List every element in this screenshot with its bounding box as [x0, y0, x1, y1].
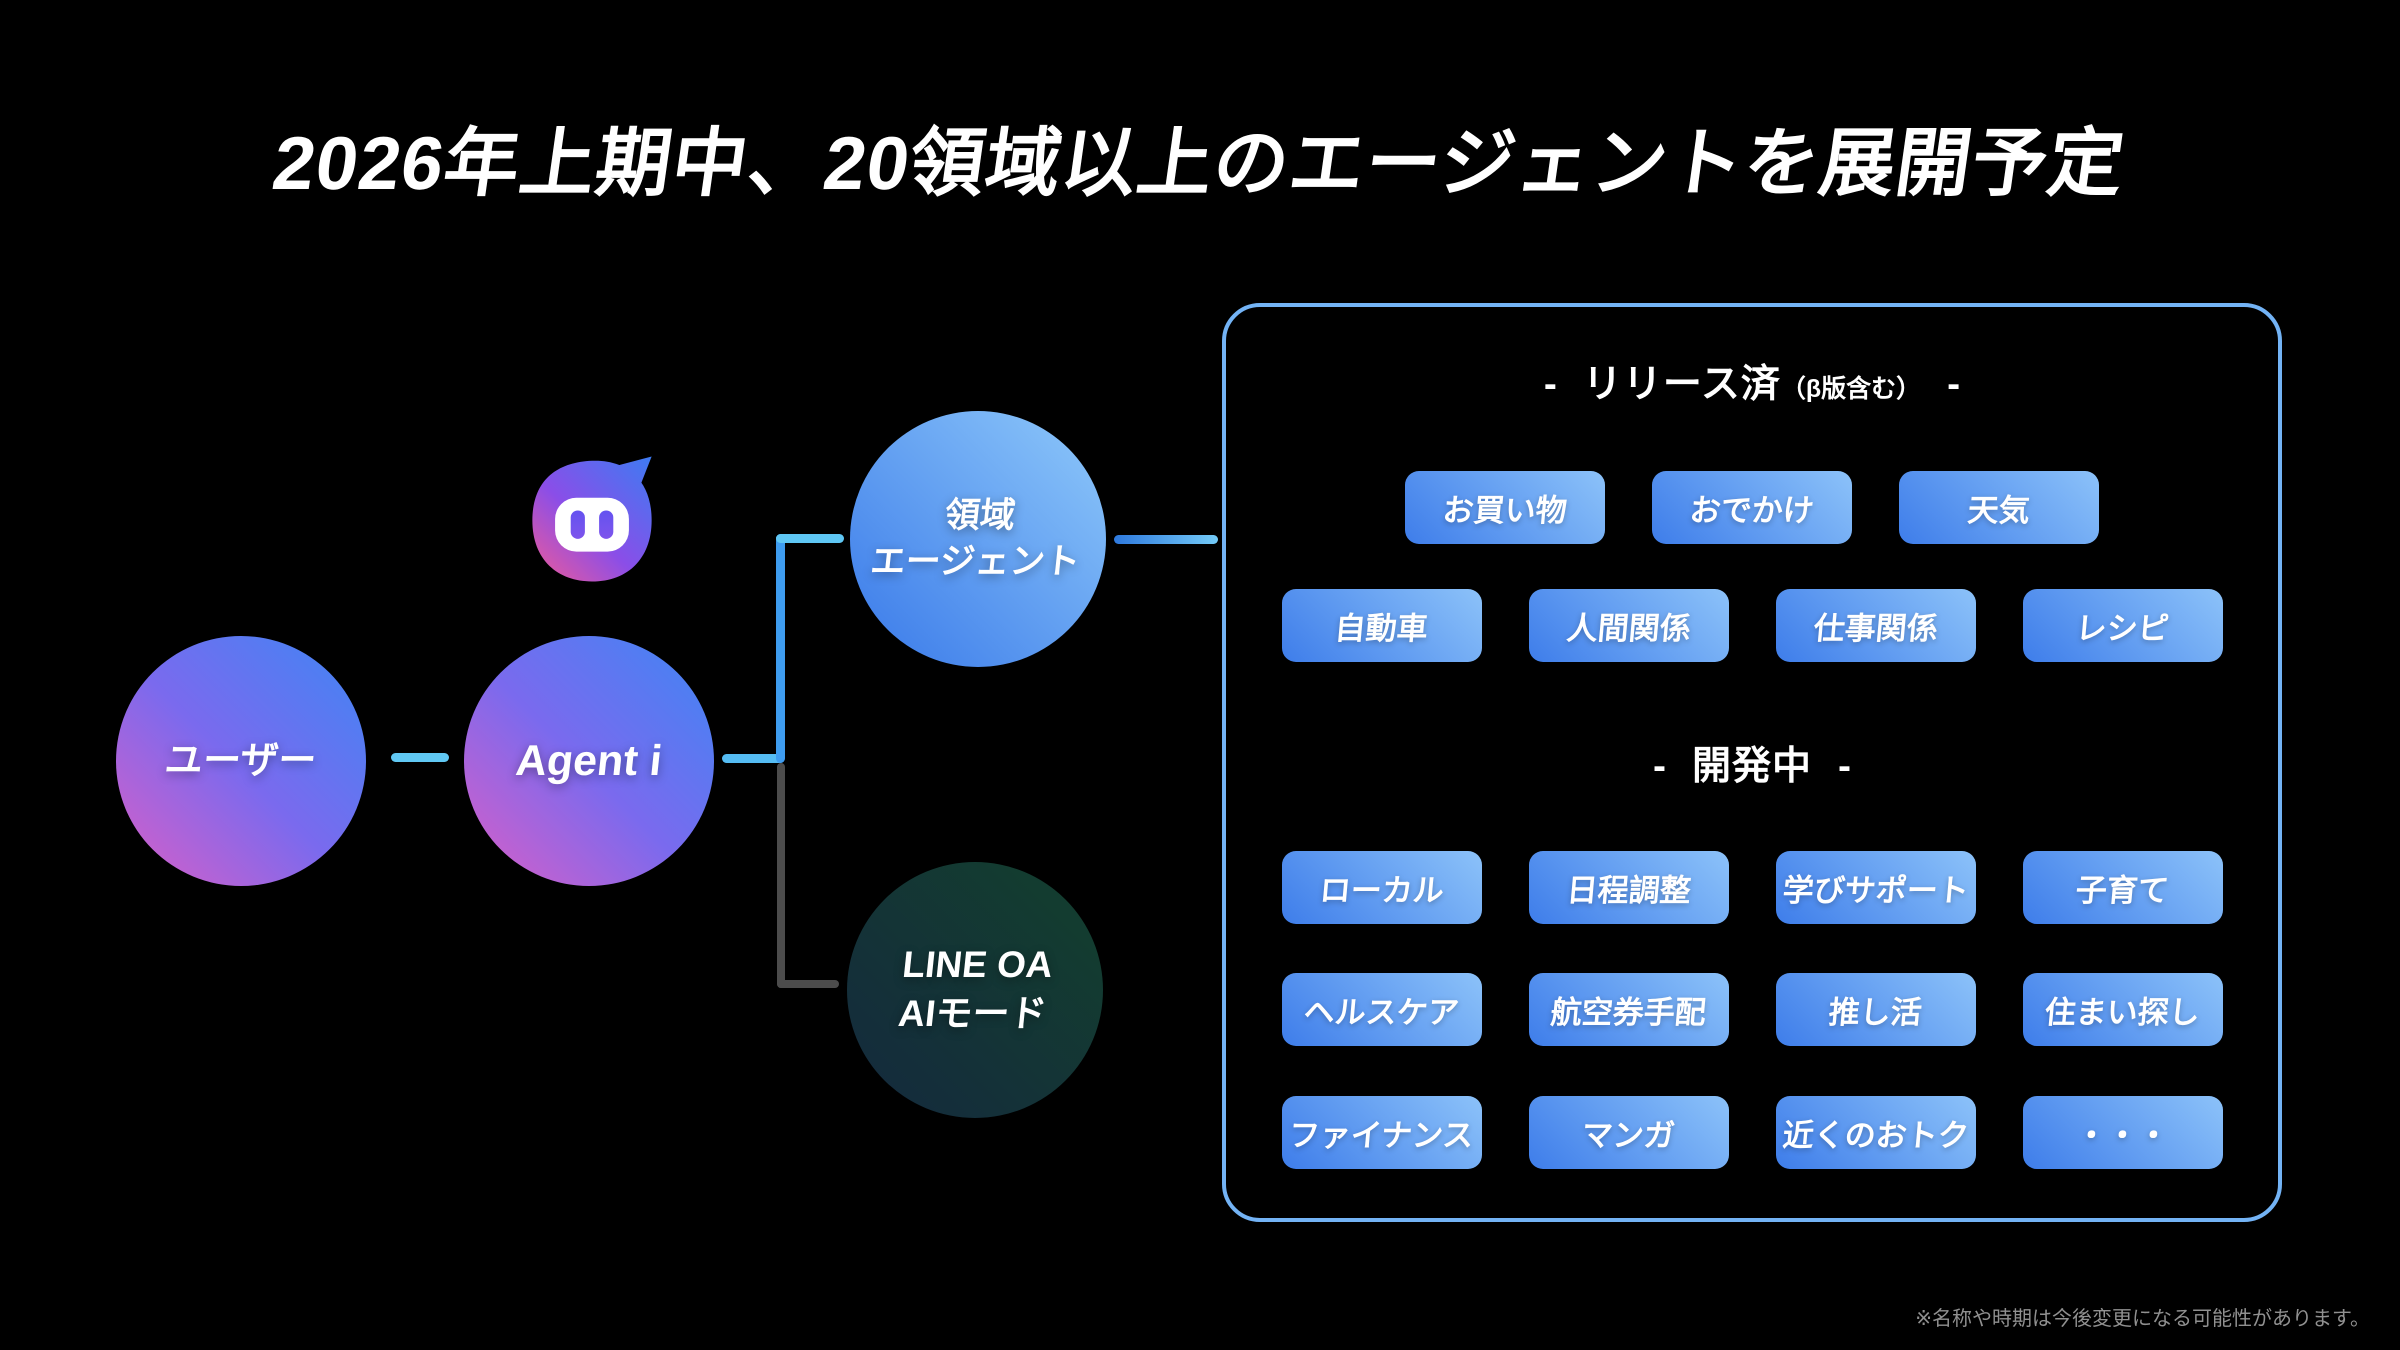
- agent-list-panel: -リリース済（β版含む）- お買い物 おでかけ 天気 自動車 人間関係 仕事関係…: [1222, 303, 2282, 1222]
- agent-chip: 推し活: [1775, 973, 1976, 1046]
- heading-dash-left: -: [1652, 745, 1666, 788]
- domain-agent-label-line1: 領域: [943, 495, 1018, 535]
- connector-agent-to-lineoa-vertical: [777, 763, 785, 988]
- agent-chip: ファイナンス: [1281, 1096, 1482, 1169]
- user-node-label: ユーザー: [163, 739, 319, 782]
- line-oa-label-line1: LINE OA: [900, 944, 1055, 986]
- connector-user-to-agent: [391, 753, 449, 762]
- in-development-section-heading: -開発中-: [1226, 735, 2278, 791]
- agent-i-node-label: Agent i: [513, 736, 665, 785]
- released-row-1: お買い物 おでかけ 天気: [1226, 471, 2278, 544]
- line-oa-ai-mode-node: LINE OA AIモード: [847, 862, 1103, 1118]
- connector-elbow-to-domain: [776, 534, 844, 543]
- agent-chip: 航空券手配: [1528, 973, 1729, 1046]
- agent-chip: ローカル: [1281, 851, 1482, 924]
- user-node: ユーザー: [116, 636, 366, 886]
- heading-dash-right: -: [1947, 363, 1961, 406]
- agent-chip: 自動車: [1281, 589, 1482, 662]
- connector-elbow-to-lineoa: [777, 980, 839, 988]
- agent-chip: ヘルスケア: [1281, 973, 1482, 1046]
- heading-dash-left: -: [1543, 363, 1557, 406]
- line-oa-label-line2: AIモード: [896, 993, 1049, 1034]
- agent-chip: マンガ: [1528, 1096, 1729, 1169]
- in-development-row-1: ローカル 日程調整 学びサポート 子育て: [1226, 851, 2278, 924]
- released-heading-text: リリース済: [1582, 363, 1781, 406]
- released-row-2: 自動車 人間関係 仕事関係 レシピ: [1226, 589, 2278, 662]
- released-heading-note: （β版含む）: [1780, 375, 1922, 403]
- agent-i-mascot-icon: [532, 456, 652, 582]
- agent-chip: 仕事関係: [1775, 589, 1976, 662]
- agent-chip: レシピ: [2022, 589, 2223, 662]
- agent-i-node: Agent i: [464, 636, 714, 886]
- released-section-heading: -リリース済（β版含む）-: [1226, 353, 2278, 409]
- agent-chip: 住まい探し: [2022, 973, 2223, 1046]
- domain-agent-node: 領域 エージェント: [850, 411, 1106, 667]
- agent-chip: 人間関係: [1528, 589, 1729, 662]
- agent-chip: 天気: [1899, 471, 2099, 544]
- agent-chip: お買い物: [1405, 471, 1605, 544]
- slide-title: 2026年上期中、20領域以上のエージェントを展開予定: [267, 121, 2131, 205]
- mascot-right-eye: [599, 510, 614, 539]
- in-development-heading-text: 開発中: [1691, 745, 1812, 788]
- heading-dash-right: -: [1838, 745, 1851, 788]
- domain-agent-label-line2: エージェント: [868, 542, 1083, 581]
- agent-chip: 子育て: [2022, 851, 2223, 924]
- mascot-left-eye: [570, 510, 585, 539]
- in-development-row-3: ファイナンス マンガ 近くのおトク ・・・: [1226, 1096, 2278, 1169]
- in-development-row-2: ヘルスケア 航空券手配 推し活 住まい探し: [1226, 973, 2278, 1046]
- agent-chip: ・・・: [2022, 1096, 2223, 1169]
- connector-agent-to-domain-vertical: [776, 534, 785, 763]
- disclaimer-footnote: ※名称や時期は今後変更になる可能性があります。: [1915, 1308, 2370, 1330]
- connector-domain-to-panel: [1114, 535, 1218, 544]
- agent-chip: おでかけ: [1652, 471, 1852, 544]
- agent-chip: 近くのおトク: [1775, 1096, 1976, 1169]
- connector-agent-branch-horizontal: [722, 754, 784, 763]
- agent-chip: 学びサポート: [1775, 851, 1976, 924]
- mascot-face: [555, 497, 629, 552]
- agent-chip: 日程調整: [1528, 851, 1729, 924]
